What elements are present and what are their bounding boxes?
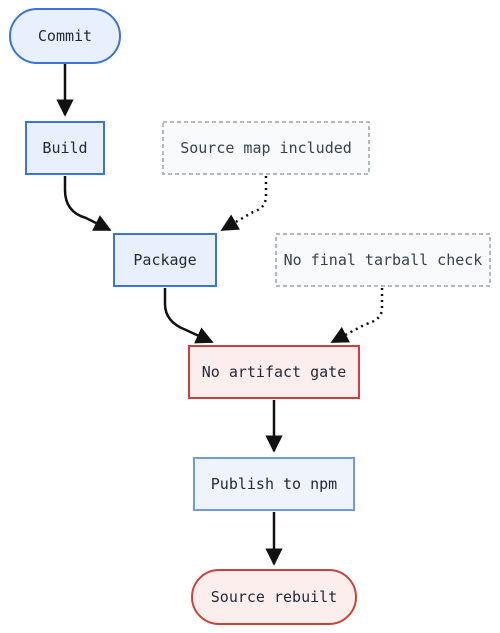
note-no-tarball-check-label: No final tarball check	[284, 251, 483, 269]
edge-tarball-gate	[330, 288, 384, 344]
node-build: Build	[25, 121, 105, 175]
node-no-artifact-gate-label: No artifact gate	[202, 363, 347, 381]
node-publish-label: Publish to npm	[211, 475, 337, 493]
edge-build-package	[63, 176, 112, 232]
note-no-tarball-check: No final tarball check	[275, 233, 491, 287]
node-source-rebuilt-label: Source rebuilt	[211, 588, 337, 606]
node-build-label: Build	[42, 139, 87, 157]
edge-sourcemap-package	[220, 176, 268, 232]
node-source-rebuilt: Source rebuilt	[191, 569, 357, 625]
node-commit: Commit	[9, 8, 121, 64]
edge-package-gate	[163, 288, 214, 344]
node-commit-label: Commit	[38, 27, 92, 45]
note-source-map: Source map included	[162, 121, 370, 175]
node-publish: Publish to npm	[193, 457, 355, 511]
node-package: Package	[113, 233, 217, 287]
note-source-map-label: Source map included	[180, 139, 352, 157]
node-no-artifact-gate: No artifact gate	[188, 345, 360, 399]
node-package-label: Package	[133, 251, 196, 269]
